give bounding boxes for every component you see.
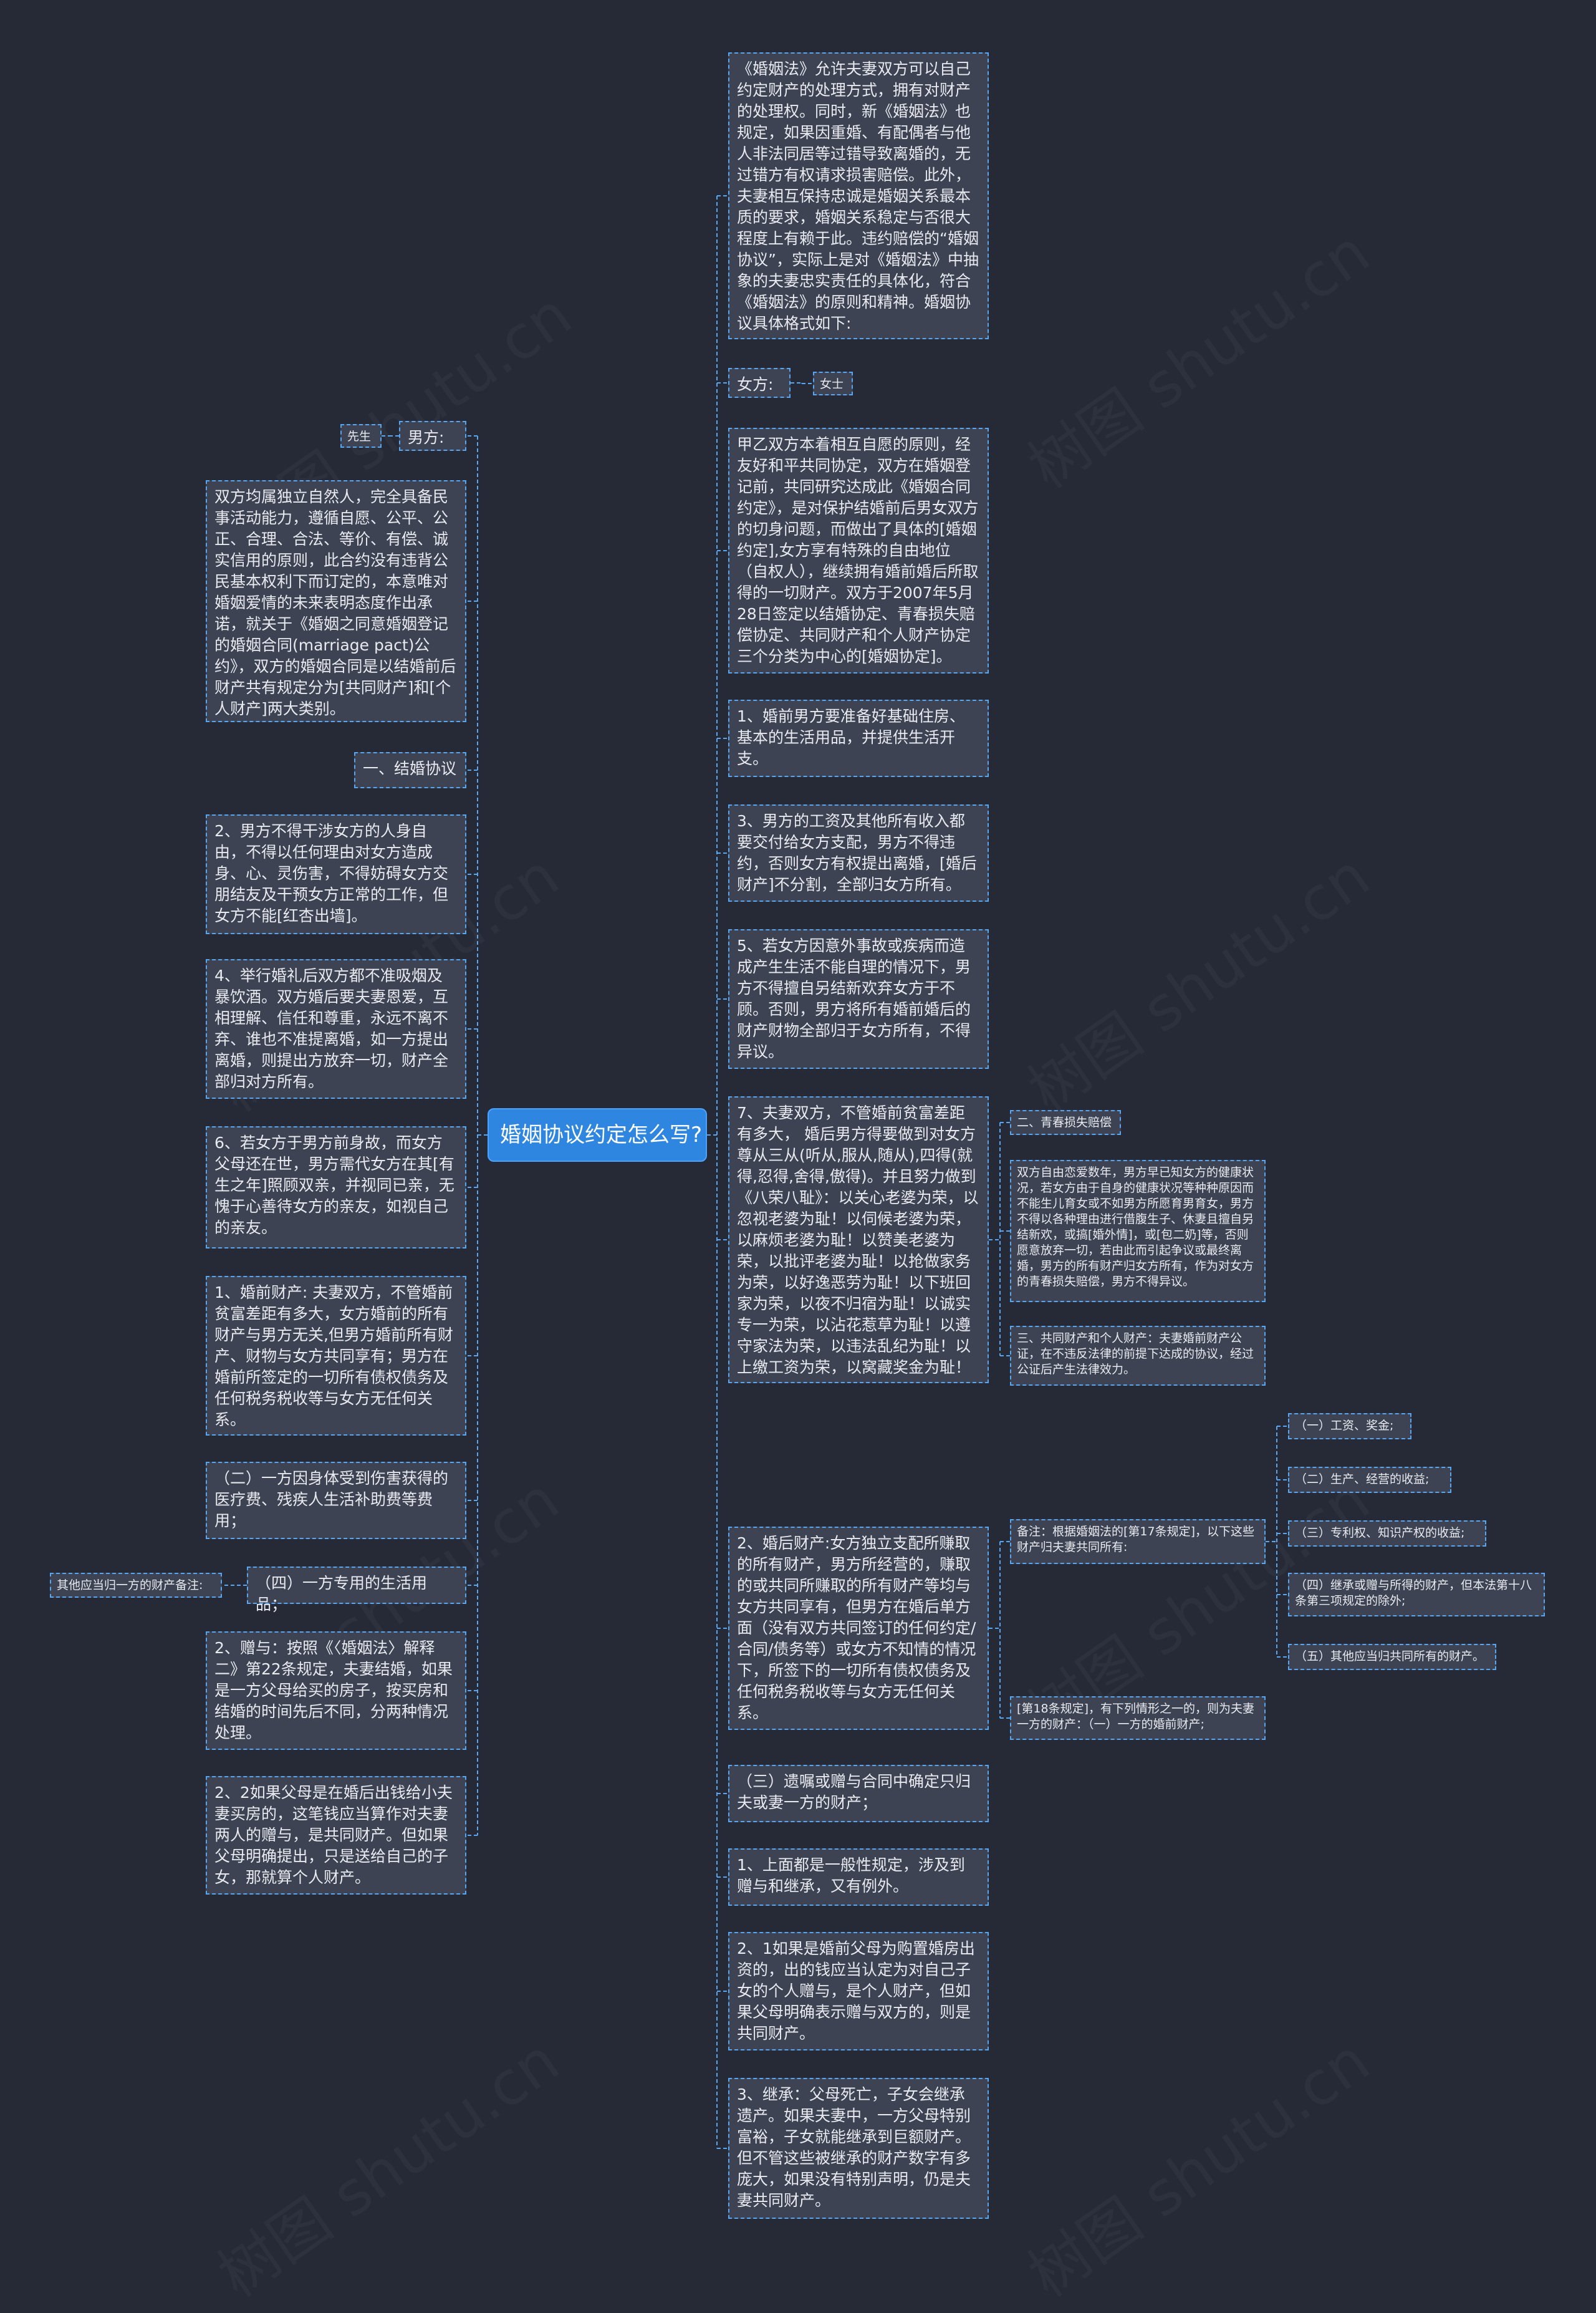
joint-and-personal-property[interactable]: 三、共同财产和个人财产：夫妻婚前财产公证，在不违反法律的前提下达成的协议，经过公… (1010, 1326, 1266, 1386)
marriage-law-intro[interactable]: 《婚姻法》允许夫妻双方可以自己约定财产的处理方式，拥有对财产的处理权。同时，新《… (728, 52, 989, 339)
clause-4-conduct[interactable]: 4、举行婚礼后双方都不准吸烟及暴饮酒。双方婚后要夫妻恩爱，互相理解、信任和尊重，… (206, 959, 466, 1099)
personal-property-note[interactable]: 其他应当归一方的财产备注: (50, 1573, 222, 1598)
root-topic[interactable]: 婚姻协议约定怎么写? (488, 1108, 707, 1162)
clause-5-illness[interactable]: 5、若女方因意外事故或疾病而造成产生生活不能自理的情况下，男方不得擅自另结新欢弃… (728, 929, 989, 1069)
gift-interpretation[interactable]: 2、赠与：按照《〈婚姻法〉解释二》第22条规定，夫妻结婚，如果是一方父母给买的房… (206, 1631, 466, 1750)
injury-compensation[interactable]: （二）一方因身体受到伤害获得的医疗费、残疾人生活补助费等费用； (206, 1462, 466, 1539)
joint-item-inheritance[interactable]: （四）继承或赠与所得的财产，但本法第十八条第三项规定的除外; (1288, 1573, 1545, 1616)
joint-item-ip[interactable]: （三）专利权、知识产权的收益; (1288, 1520, 1486, 1547)
male-party-name[interactable]: 先生 (340, 424, 382, 448)
youth-loss-compensation[interactable]: 双方自由恋爱数年，男方早已知女方的健康状况，若女方由于自身的健康状况等种种原因而… (1010, 1160, 1266, 1302)
youth-loss-heading[interactable]: 二、青春损失赔偿 (1010, 1110, 1121, 1135)
personal-items[interactable]: （四）一方专用的生活用品； (247, 1567, 466, 1613)
female-party-name[interactable]: 女士 (813, 372, 853, 395)
marriage-agreement-heading[interactable]: 一、结婚协议 (354, 752, 466, 788)
article-18-note[interactable]: [第18条规定]，有下列情形之一的，则为夫妻一方的财产：（一）一方的婚前财产; (1010, 1696, 1266, 1740)
mutual-agreement-statement[interactable]: 甲乙双方本着相互自愿的原则，经友好和平共同协定，双方在婚姻登记前，共同研究达成此… (728, 428, 989, 674)
joint-item-wages[interactable]: （一）工资、奖金; (1288, 1413, 1411, 1439)
clause-3-income[interactable]: 3、男方的工资及其他所有收入都要交付给女方支配，男方不得违约，否则女方有权提出离… (728, 804, 989, 902)
postmarital-property[interactable]: 2、婚后财产:女方独立支配所赚取的所有财产，男方所经营的，赚取的或共同所赚取的所… (728, 1527, 989, 1730)
agreement-preamble[interactable]: 双方均属独立自然人，完全具备民事活动能力，遵循自愿、公平、公正、合理、合法、等价… (206, 480, 466, 722)
will-or-gift-property[interactable]: （三）遗嘱或赠与合同中确定只归夫或妻一方的财产； (728, 1765, 989, 1822)
premarital-property[interactable]: 1、婚前财产: 夫妻双方，不管婚前贫富差距有多大，女方婚前的所有财产与男方无关,… (206, 1276, 466, 1436)
clause-6-parents[interactable]: 6、若女方于男方前身故，而女方父母还在世，男方需代女方在其[有生之年]照顾双亲，… (206, 1126, 466, 1248)
general-rule-exception[interactable]: 1、上面都是一般性规定，涉及到赠与和继承，又有例外。 (728, 1848, 989, 1906)
female-party-label[interactable]: 女方: (728, 368, 791, 398)
clause-1-housing[interactable]: 1、婚前男方要准备好基础住房、基本的生活用品，并提供生活开支。 (728, 700, 989, 777)
male-party-label[interactable]: 男方: (399, 421, 466, 451)
joint-item-other[interactable]: （五）其他应当归共同所有的财产。 (1288, 1644, 1496, 1670)
clause-2-freedom[interactable]: 2、男方不得干涉女方的人身自由，不得以任何理由对女方造成身、心、灵伤害，不得妨碍… (206, 814, 466, 934)
inheritance-clause[interactable]: 3、继承：父母死亡，子女会继承遗产。如果夫妻中，一方父母特别富裕，子女就能继承到… (728, 2078, 989, 2219)
joint-item-business[interactable]: （二）生产、经营的收益; (1288, 1467, 1451, 1493)
premarital-parent-house[interactable]: 2、1如果是婚前父母为购置婚房出资的，出的钱应当认定为对自己子女的个人赠与，是个… (728, 1932, 989, 2050)
parents-postmarital-gift[interactable]: 2、2如果父母是在婚后出钱给小夫妻买房的，这笔钱应当算作对夫妻两人的赠与，是共同… (206, 1776, 466, 1895)
clause-7-eight-honors[interactable]: 7、夫妻双方，不管婚前贫富差距有多大， 婚后男方得要做到对女方尊从三从(听从,服… (728, 1096, 989, 1383)
article-17-note[interactable]: 备注：根据婚姻法的[第17条规定]，以下这些财产归夫妻共同所有: (1010, 1519, 1266, 1564)
